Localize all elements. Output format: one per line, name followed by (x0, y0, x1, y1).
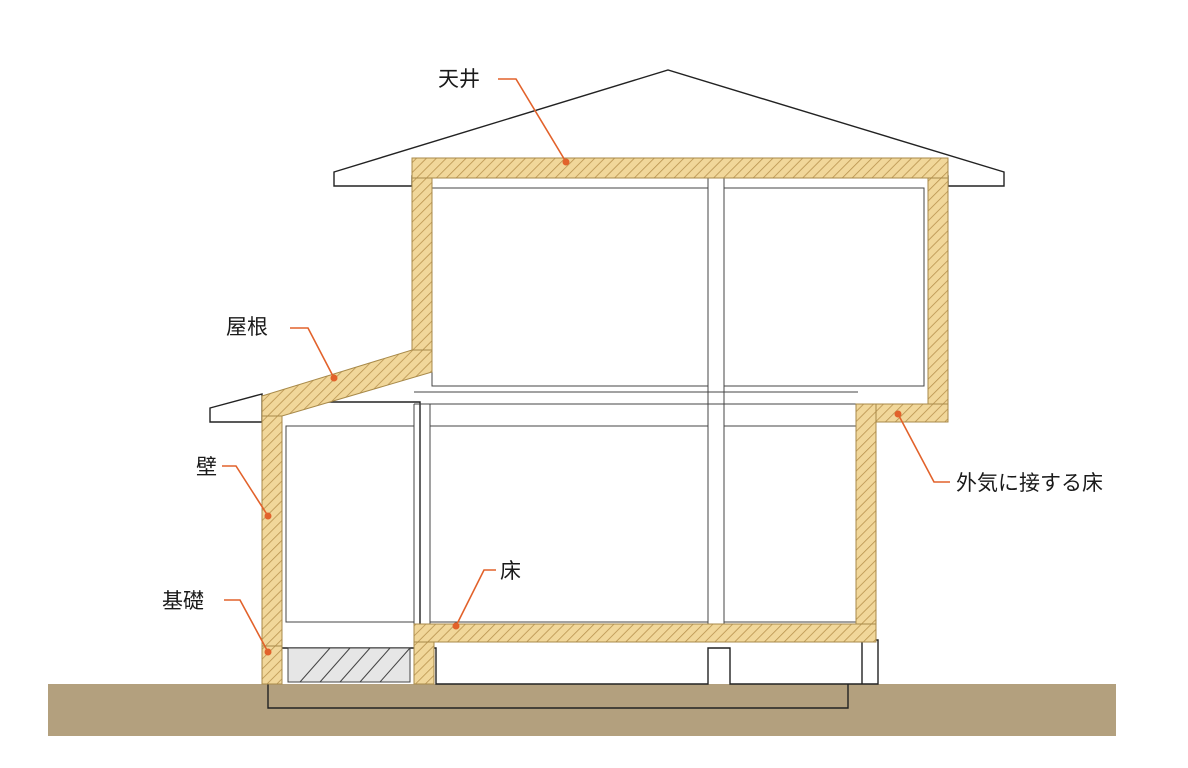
insulation-roof (261, 349, 433, 417)
svg-text:壁: 壁 (196, 455, 217, 479)
insulation-floor-edge (413, 641, 435, 685)
label-roof: 屋根 (226, 315, 338, 382)
label-wall: 壁 (196, 455, 272, 520)
svg-text:天井: 天井 (438, 67, 480, 91)
label-foundation: 基礎 (162, 589, 272, 656)
insulation-ceiling (411, 157, 949, 179)
label-exterior-floor: 外気に接する床 (894, 410, 1103, 495)
foundation-footing (267, 639, 879, 709)
insulation-lower-right-wall (855, 403, 877, 641)
insulation-upper-right-wall (927, 177, 949, 419)
svg-text:外気に接する床: 外気に接する床 (956, 471, 1103, 495)
svg-text:床: 床 (500, 559, 521, 583)
upper-room-right (723, 187, 925, 387)
upper-room-left (431, 187, 709, 387)
lower-room-middle (429, 425, 709, 623)
label-ceiling: 天井 (438, 67, 570, 166)
svg-text:基礎: 基礎 (162, 589, 204, 613)
crawl-space-grate (287, 647, 411, 683)
insulation-upper-left-wall (411, 177, 433, 351)
lower-roof-eave (209, 393, 263, 423)
insulation-floor (413, 623, 877, 643)
svg-text:屋根: 屋根 (226, 315, 268, 339)
lower-room-left (285, 425, 415, 623)
label-floor: 床 (452, 559, 521, 630)
ground (48, 684, 1116, 736)
lower-room-right (723, 425, 857, 623)
insulation-foundation (261, 645, 283, 685)
insulation-wall (261, 415, 283, 647)
